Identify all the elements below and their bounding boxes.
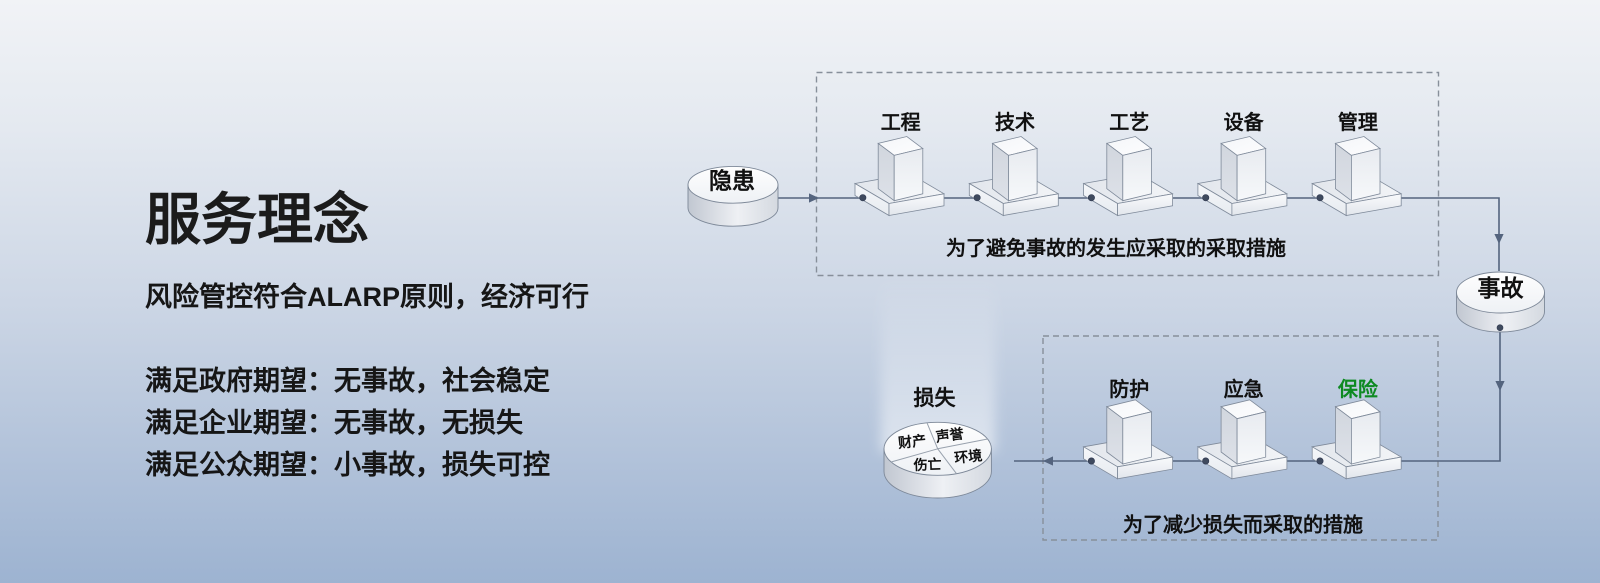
prevention-caption: 为了避免事故的发生应采取的采取措施 — [946, 236, 1286, 260]
intro-subtitle: 风险管控符合ALARP原则，经济可行 — [145, 282, 589, 312]
connector-dot — [1087, 457, 1095, 465]
loss-segment-environment: 环境 — [953, 447, 983, 466]
accident-label: 事故 — [1478, 275, 1524, 301]
arrow-to-loss — [1043, 456, 1053, 466]
connector-dot — [1202, 457, 1210, 465]
mitigation-group-box — [1042, 335, 1439, 541]
arrow-to-accident — [1494, 234, 1504, 244]
connector-dot — [1202, 194, 1210, 202]
loss-segment-property: 财产 — [896, 432, 927, 451]
label-process: 工艺 — [1109, 111, 1149, 134]
prevention-group-box — [815, 71, 1440, 277]
block-engineering — [854, 136, 945, 216]
connector-dot — [1316, 457, 1324, 465]
page-title: 服务理念 — [145, 188, 369, 251]
loss-segment-casualty: 伤亡 — [912, 456, 942, 473]
label-technology: 技术 — [995, 110, 1035, 134]
expectation-government: 满足政府期望：无事故，社会稳定 — [145, 366, 550, 396]
arrow-into-mitigation — [1495, 381, 1505, 391]
loss-label: 损失 — [914, 387, 957, 410]
connector-dot — [859, 194, 867, 202]
accident-cylinder: 事故 — [1456, 271, 1545, 333]
block-management — [1311, 136, 1402, 216]
block-equipment — [1197, 136, 1288, 216]
loss-segment-reputation: 声誉 — [934, 425, 966, 445]
connector-dot — [1496, 324, 1504, 332]
mitigation-caption: 为了减少损失而采取的措施 — [1123, 513, 1363, 537]
label-management: 管理 — [1338, 110, 1378, 134]
block-protection — [1083, 399, 1173, 480]
hazard-cylinder: 隐患 — [687, 165, 779, 227]
label-emergency: 应急 — [1224, 377, 1264, 401]
block-emergency — [1197, 399, 1288, 480]
arrow-into-prevention — [809, 193, 819, 203]
connector-dot — [973, 194, 981, 202]
expectation-list: 满足政府期望：无事故，社会稳定 满足企业期望：无事故，无损失 满足公众期望：小事… — [145, 360, 550, 486]
connector-dot — [1087, 194, 1095, 202]
block-process — [1083, 136, 1173, 216]
loss-cylinder: 财产 声誉 伤亡 环境 损失 — [883, 387, 992, 499]
hazard-label: 隐患 — [709, 168, 755, 194]
block-insurance — [1311, 399, 1402, 480]
expectation-enterprise: 满足企业期望：无事故，无损失 — [145, 408, 523, 438]
label-protection: 防护 — [1109, 377, 1149, 401]
connector-dot — [1316, 194, 1324, 202]
label-insurance: 保险 — [1337, 377, 1379, 401]
flow-line-bottom — [1014, 328, 1501, 462]
label-equipment: 设备 — [1224, 110, 1265, 134]
label-engineering: 工程 — [881, 111, 921, 134]
expectation-public: 满足公众期望：小事故，损失可控 — [145, 450, 550, 480]
block-technology — [968, 136, 1059, 216]
